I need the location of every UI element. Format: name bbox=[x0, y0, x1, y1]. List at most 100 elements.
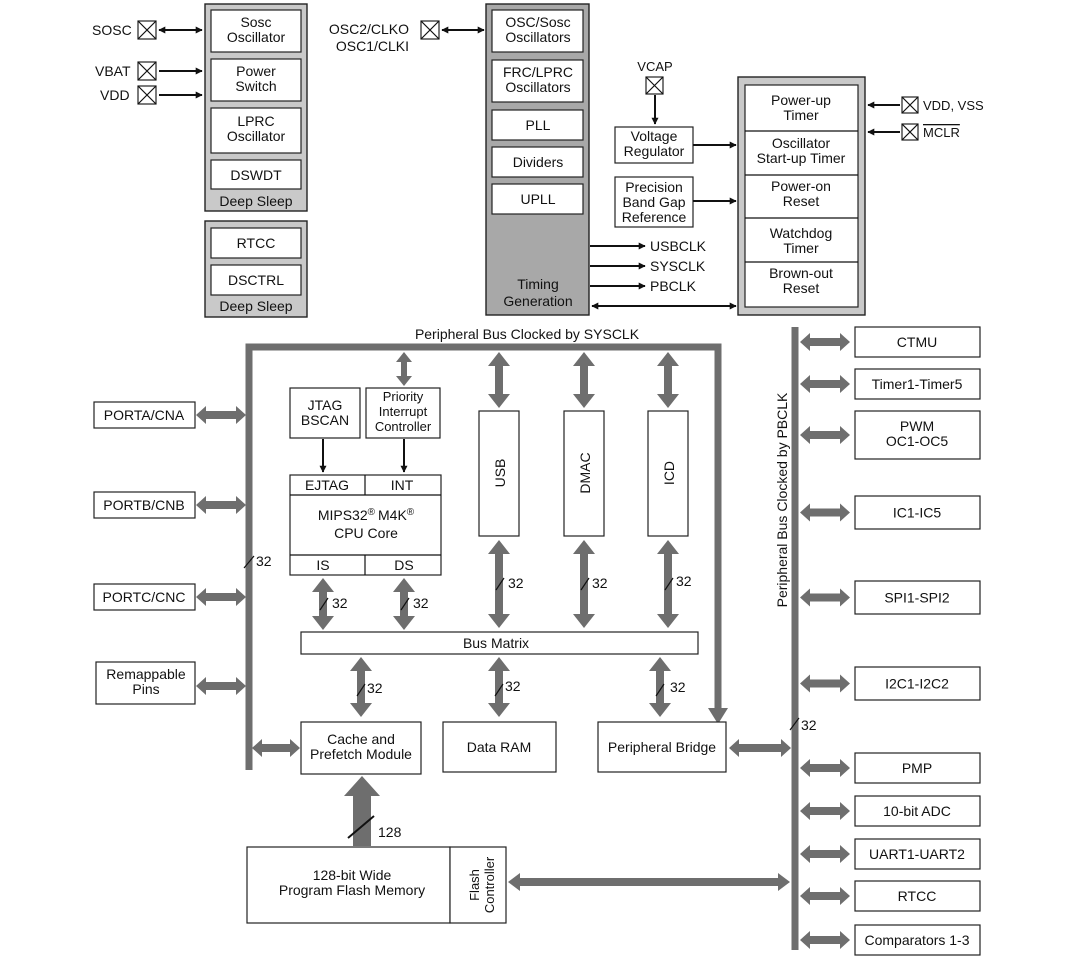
peripheral-box bbox=[854, 410, 981, 460]
peripheral-label: Timer1-Timer5 bbox=[872, 376, 963, 392]
peripheral-ic1-ic5: IC1-IC5 bbox=[800, 495, 981, 530]
flash-128-bus-arrow bbox=[344, 776, 380, 846]
peripheral-bridge-label: Peripheral Bridge bbox=[608, 739, 716, 755]
pin-pad-sosc-icon bbox=[137, 20, 157, 40]
cpu-core-subtitle: CPU Core bbox=[334, 525, 398, 541]
upll-label: UPLL bbox=[520, 191, 555, 207]
ram-width-label: 32 bbox=[505, 678, 521, 694]
peripheral-bus-arrow bbox=[800, 887, 850, 905]
bandgap-block bbox=[614, 176, 694, 228]
peripheral-label: CTMU bbox=[897, 334, 937, 350]
peripheral-box bbox=[854, 795, 981, 827]
pic-bus-arrow bbox=[396, 352, 412, 386]
peripheral-label: PMP bbox=[902, 760, 932, 776]
peripheral-label: I2C1-I2C2 bbox=[885, 676, 949, 692]
dswdt-label: DSWDT bbox=[230, 167, 282, 183]
peripheral-bus-arrow bbox=[800, 333, 850, 351]
is-label: IS bbox=[316, 557, 329, 573]
osc2-clko-label: OSC2/CLKO bbox=[329, 21, 409, 37]
peripheral-bus-arrow bbox=[800, 375, 850, 393]
flash-controller-block bbox=[449, 846, 507, 924]
peripheral-box bbox=[854, 838, 981, 870]
peripheral-pmp: PMP bbox=[800, 752, 981, 784]
remappable-pins-block bbox=[95, 661, 196, 705]
pin-vbat: VBAT bbox=[95, 63, 131, 79]
reset-blocks bbox=[744, 84, 859, 308]
sysclk-bus-title: Peripheral Bus Clocked by SYSCLK bbox=[415, 326, 640, 342]
flash-to-pbclk-arrow bbox=[508, 873, 790, 891]
cache-prefetch-block bbox=[300, 721, 422, 775]
timing-label-2: Generation bbox=[503, 293, 572, 309]
priority-interrupt-controller-block bbox=[365, 387, 441, 439]
power-switch-block bbox=[210, 58, 302, 102]
sysclk-label: SYSCLK bbox=[650, 258, 706, 274]
pin-pad-vdd-vss-icon bbox=[901, 96, 919, 114]
peripheral-spi1-spi2: SPI1-SPI2 bbox=[800, 580, 981, 615]
jtag-block bbox=[289, 387, 361, 439]
peripheral-bus-arrow bbox=[800, 759, 850, 777]
peripheral-10-bit-adc: 10-bit ADC bbox=[800, 795, 981, 827]
peripheral-box bbox=[854, 880, 981, 912]
peripheral-box bbox=[854, 666, 981, 701]
bus-matrix-block bbox=[300, 631, 699, 655]
pbclk-bus-width-label: 32 bbox=[801, 717, 817, 733]
core-section: Peripheral Bus Clocked by SYSCLK PORTA/C… bbox=[93, 326, 791, 924]
rtcc-label: RTCC bbox=[237, 235, 276, 251]
usb-label: USB bbox=[492, 459, 508, 488]
usbclk-label: USBCLK bbox=[650, 238, 707, 254]
peripheral-rtcc: RTCC bbox=[800, 880, 981, 912]
peripheral-bus-arrow bbox=[800, 845, 850, 863]
peripheral-box bbox=[854, 495, 981, 530]
vdd-vss-label: VDD, VSS bbox=[923, 98, 984, 113]
cpu-core-title: MIPS32®M4K® bbox=[318, 507, 415, 523]
icd-width-label: 32 bbox=[676, 573, 692, 589]
pll-label: PLL bbox=[526, 117, 551, 133]
icd-block bbox=[647, 410, 689, 537]
int-label: INT bbox=[391, 477, 414, 493]
peripheral-bus-arrow bbox=[800, 674, 850, 693]
pll-block bbox=[491, 109, 584, 141]
peripheral-bridge-block bbox=[597, 721, 727, 773]
peripheral-box bbox=[854, 752, 981, 784]
flash-controller-label: FlashController bbox=[467, 856, 497, 913]
dmac-label: DMAC bbox=[577, 452, 593, 493]
porta-label: PORTA/CNA bbox=[104, 407, 185, 423]
pin-sosc: SOSC bbox=[92, 22, 132, 38]
flash-width-label: 128 bbox=[378, 824, 402, 840]
ds-label: DS bbox=[394, 557, 413, 573]
osc-sosc-block bbox=[491, 9, 584, 53]
sysclk-bus-width-label: 32 bbox=[256, 553, 272, 569]
peripheral-section: Peripheral Bus Clocked by PBCLK 32 CTMUT… bbox=[774, 326, 981, 956]
peripheral-timer1-timer5: Timer1-Timer5 bbox=[800, 368, 981, 400]
portb-label: PORTB/CNB bbox=[103, 497, 184, 513]
peripheral-bus-arrow bbox=[800, 503, 850, 522]
peripheral-label: IC1-IC5 bbox=[893, 505, 941, 521]
pin-vdd: VDD bbox=[100, 87, 130, 103]
peripheral-bus-arrow bbox=[800, 426, 850, 444]
peripheral-bus-arrow bbox=[800, 588, 850, 607]
peripheral-label: Comparators 1-3 bbox=[864, 932, 969, 948]
deep-sleep-label-2: Deep Sleep bbox=[219, 298, 292, 314]
data-ram-block bbox=[442, 721, 557, 773]
peripheral-comparators-1-3: Comparators 1-3 bbox=[800, 924, 981, 956]
peripheral-uart1-uart2: UART1-UART2 bbox=[800, 838, 981, 870]
portc-label: PORTC/CNC bbox=[103, 589, 186, 605]
ds-width-label: 32 bbox=[413, 595, 429, 611]
